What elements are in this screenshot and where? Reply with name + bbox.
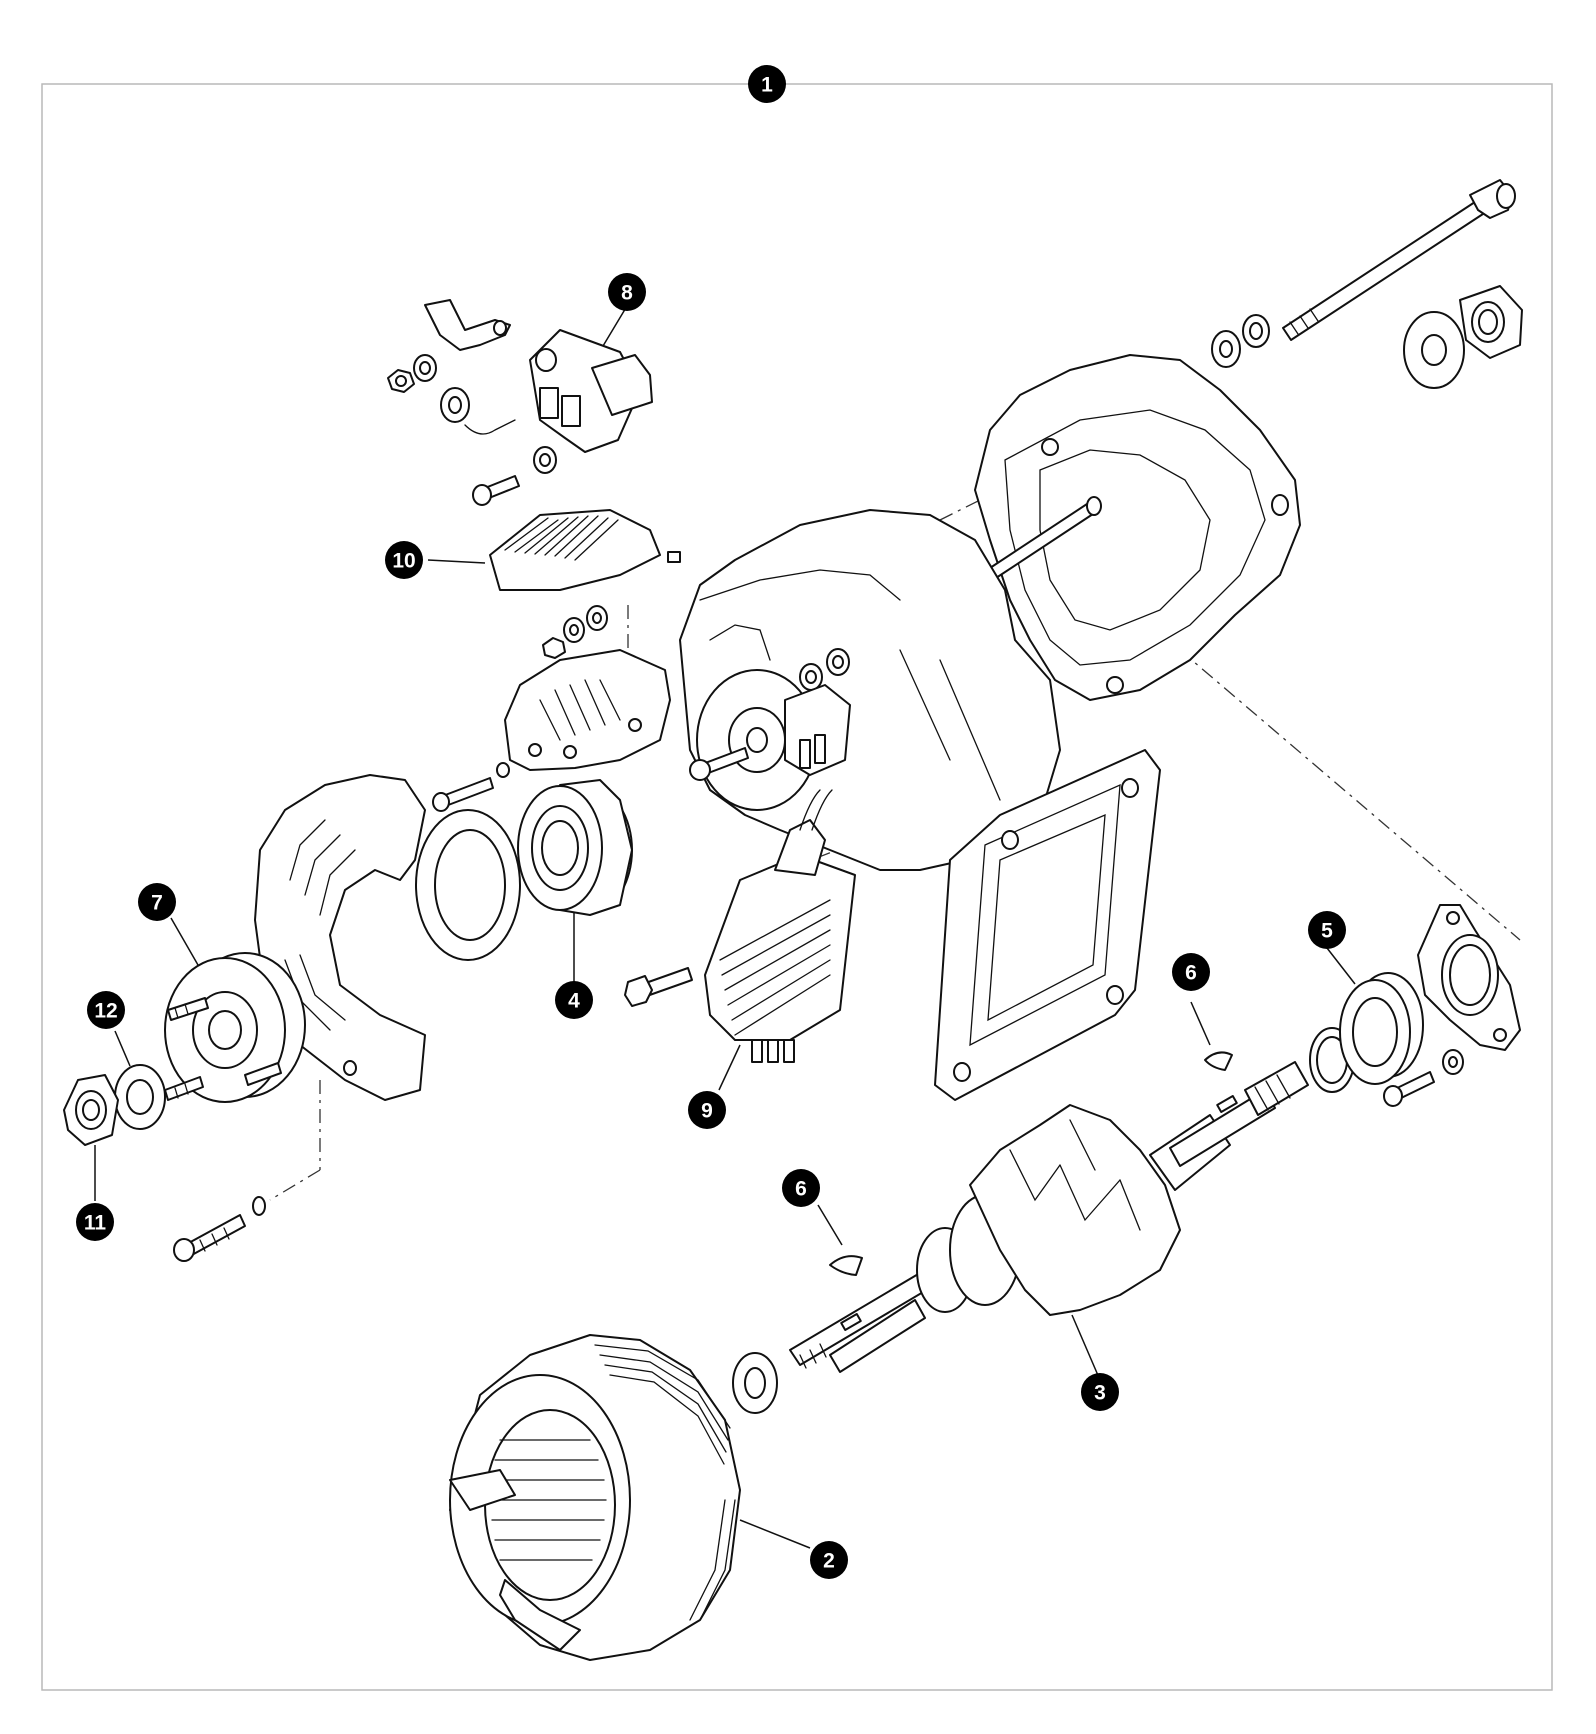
brush-holder-small-parts [387,354,557,506]
callout-number: 2 [823,1550,835,1573]
lower-screw [173,1196,266,1262]
key-upper [1204,1051,1233,1071]
regulator [704,789,856,1063]
callout-number: 7 [151,892,163,915]
regulator-plug [784,684,851,776]
callout-circle [138,883,176,921]
callout-number: 1 [761,74,773,97]
seal-ring [415,809,521,961]
stator [449,1334,741,1661]
callout-number: 5 [1321,920,1333,943]
callout-circle [87,991,125,1029]
callout-circle [385,541,423,579]
lock-washer [1242,314,1270,348]
washer-12 [114,1064,166,1130]
flat-washer-large [1403,311,1465,389]
regulator-bolt [624,967,693,1007]
key-lower [829,1255,863,1276]
callout-circle [1081,1373,1119,1411]
rectifier-plate-nuts [542,605,608,659]
bearing-retainer [1417,904,1521,1051]
bearing-5 [1339,972,1424,1085]
callout-number: 12 [94,1000,117,1023]
rear-cover [974,354,1301,701]
callout-number: 9 [701,1100,713,1123]
through-bolt [1282,179,1516,341]
callout-circle [810,1541,848,1579]
housing-screw [689,747,749,781]
callout-2: 2 [810,1541,848,1579]
callout-6-b: 6 [782,1169,820,1207]
rectifier-heatsink [489,509,681,591]
callout-6: 6 [1172,953,1210,991]
callout-number: 8 [621,282,633,305]
callout-circle [76,1203,114,1241]
callout-7: 7 [138,883,176,921]
bearing-4 [517,779,633,916]
callout-number: 11 [84,1212,107,1235]
brush-holder-assembly [424,299,653,453]
diagram-frame [41,83,1553,1691]
callout-3: 3 [1081,1373,1119,1411]
callout-circle [782,1169,820,1207]
callout-10: 10 [385,541,423,579]
rotor [732,1061,1309,1414]
rectifier-plate [504,649,671,771]
callout-11: 11 [76,1203,114,1241]
callout-circle [608,273,646,311]
callout-8: 8 [608,273,646,311]
callout-circle [688,1091,726,1129]
callout-1: 1 [748,65,786,103]
callout-circle [1172,953,1210,991]
callout-5: 5 [1308,911,1346,949]
retainer-screw [1383,1049,1464,1107]
rectifier-plate-screw [432,762,510,812]
callout-9: 9 [688,1091,726,1129]
mounting-flange [934,749,1161,1101]
hex-nut-11 [63,1074,119,1146]
callout-number: 10 [392,550,415,573]
callout-4: 4 [555,981,593,1019]
drive-flange [164,952,306,1103]
callout-12: 12 [87,991,125,1029]
callout-number: 4 [568,990,580,1013]
callout-number: 3 [1094,1382,1106,1405]
callout-number: 6 [795,1178,807,1201]
callout-circle [748,65,786,103]
callout-circle [555,981,593,1019]
callout-circle [1308,911,1346,949]
callout-number: 6 [1185,962,1197,985]
washer-small-a [1211,330,1241,368]
hex-nut-large [1459,285,1523,359]
